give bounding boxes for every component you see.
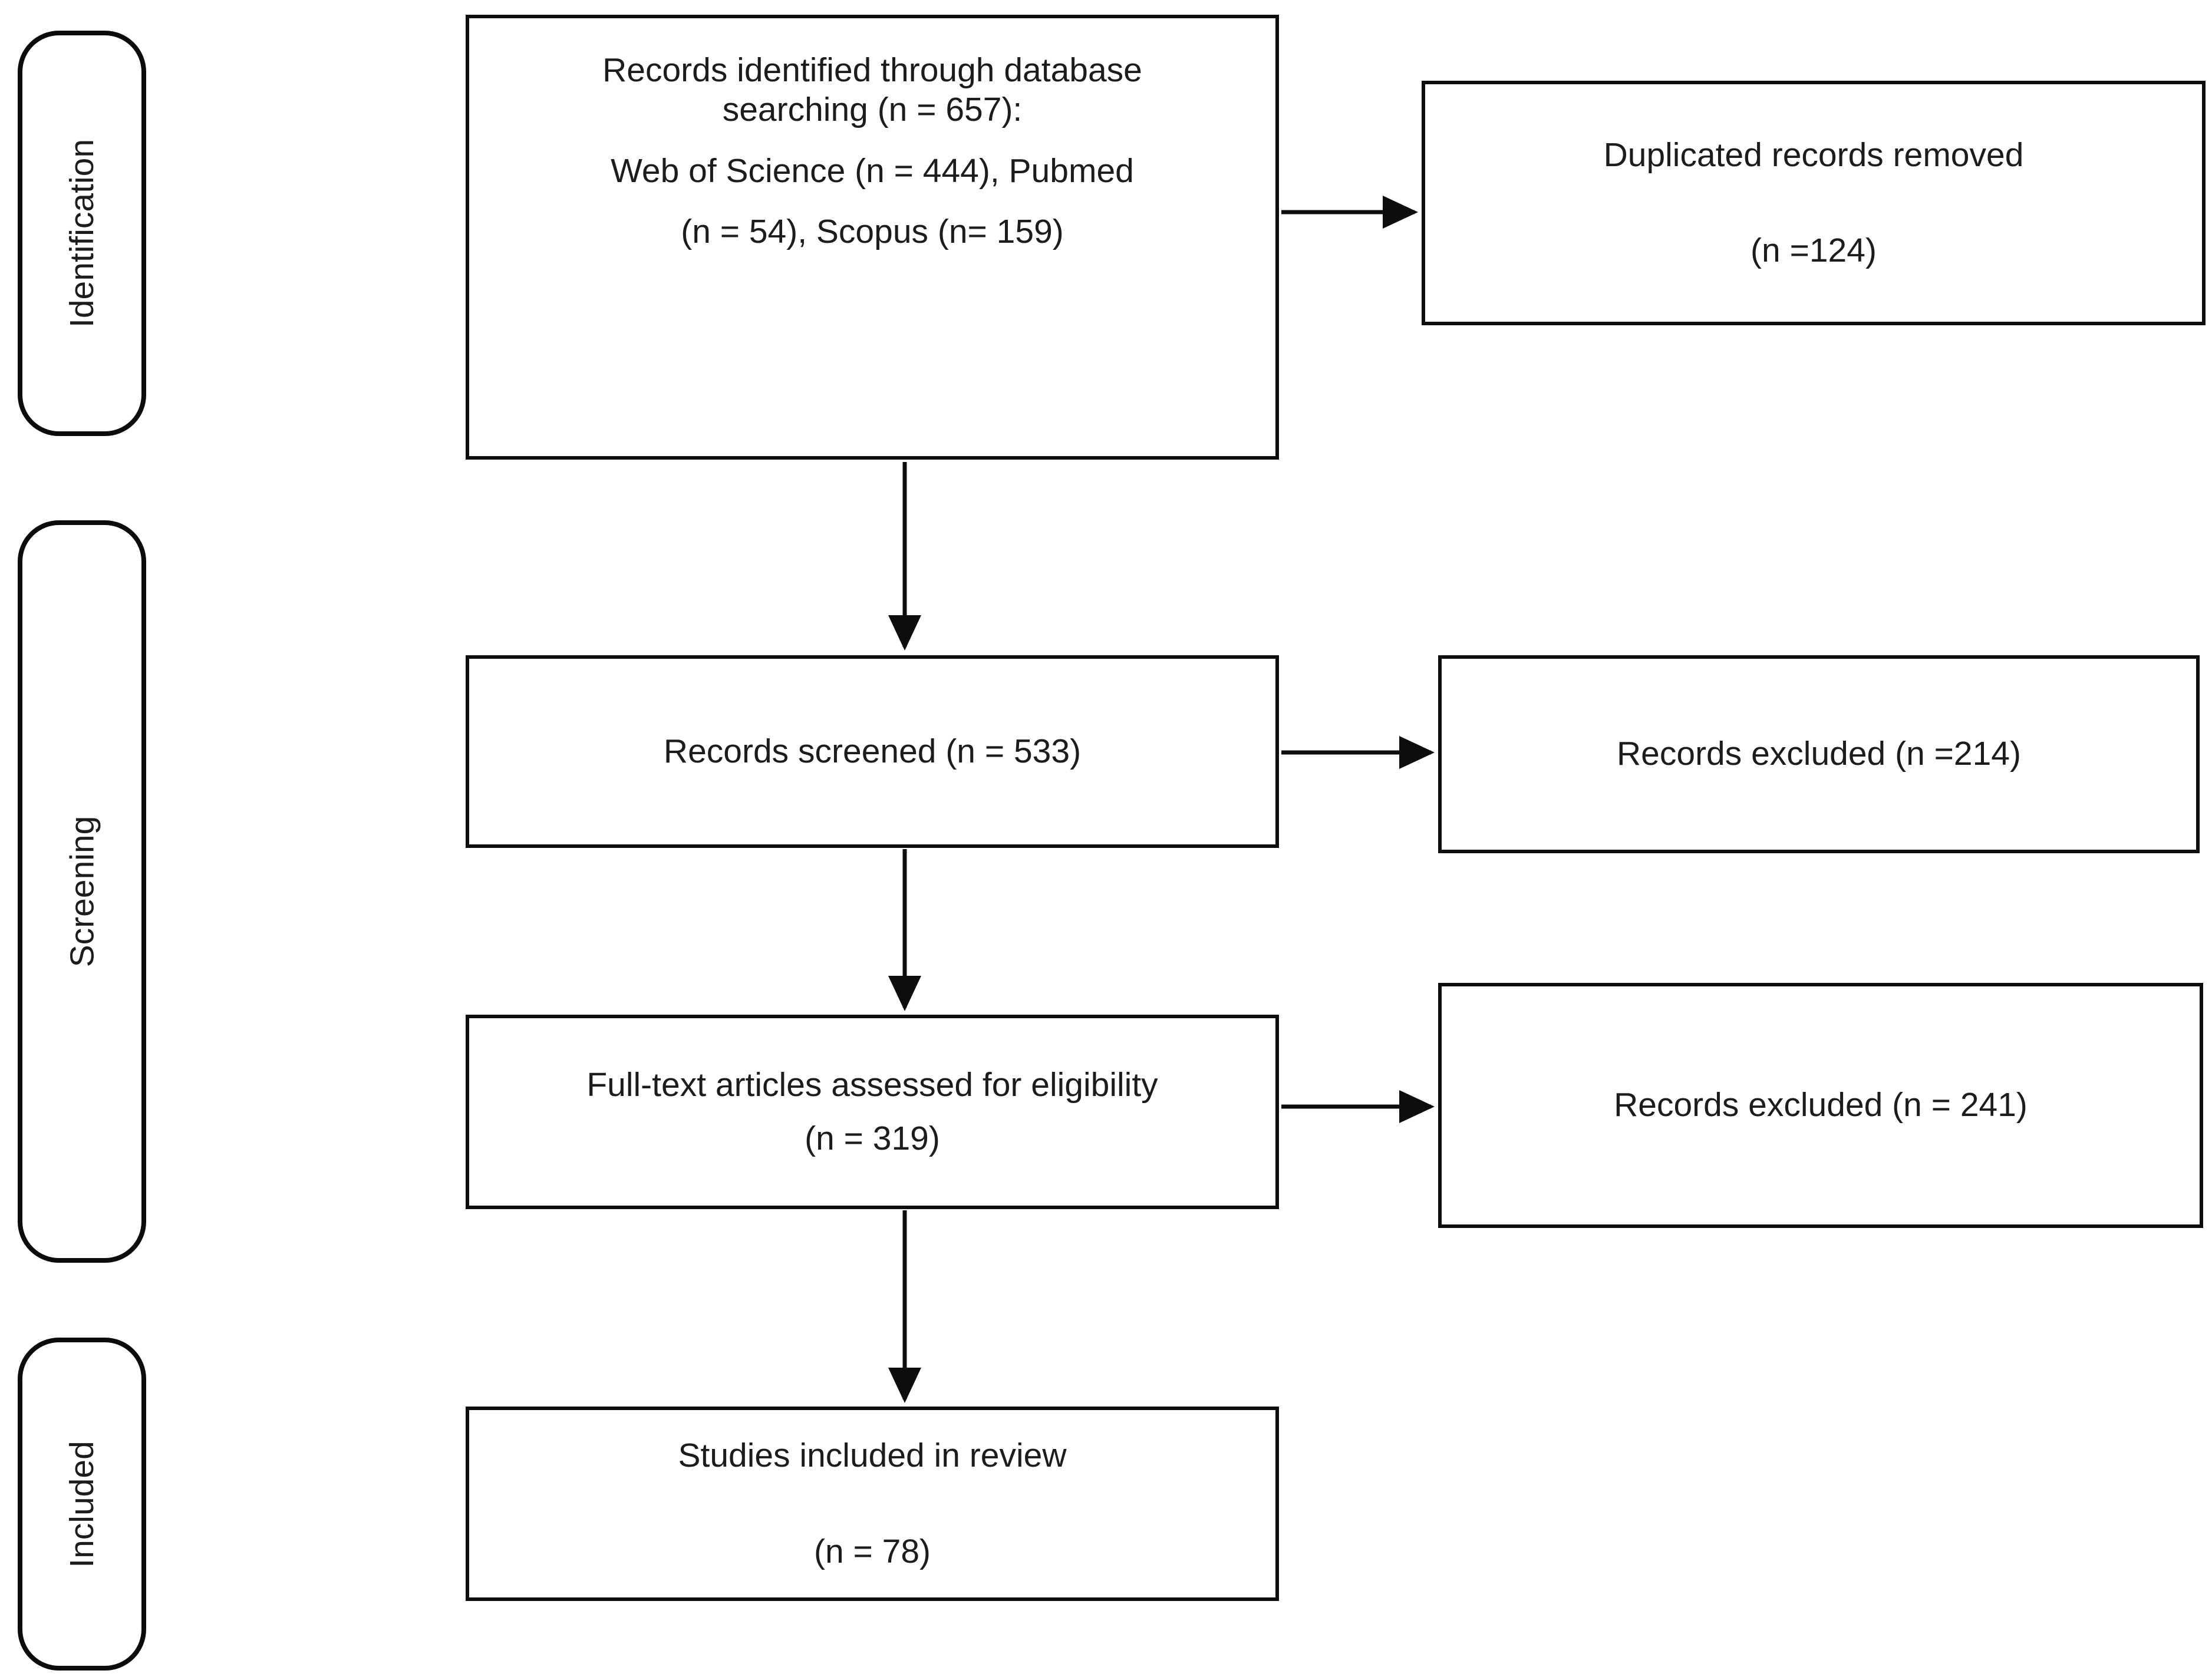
records-identified-web-of-science: Web of Science (n = 444), Pubmed bbox=[611, 151, 1134, 190]
records-excluded-screening-text: Records excluded (n =214) bbox=[1617, 735, 2021, 773]
stage-screening: Screening bbox=[18, 520, 146, 1263]
duplicates-removed-count: (n =124) bbox=[1751, 232, 1877, 269]
records-screened-text: Records screened (n = 533) bbox=[663, 732, 1082, 770]
stage-included: Included bbox=[18, 1338, 146, 1671]
stage-screening-label: Screening bbox=[63, 816, 101, 968]
box-records-excluded-fulltext: Records excluded (n = 241) bbox=[1438, 983, 2203, 1228]
box-studies-included: Studies included in review (n = 78) bbox=[466, 1407, 1279, 1601]
fulltext-assessed-text: Full-text articles assessed for eligibil… bbox=[586, 1065, 1158, 1157]
studies-included-count: (n = 78) bbox=[813, 1532, 931, 1570]
box-records-screened: Records screened (n = 533) bbox=[466, 655, 1279, 848]
records-excluded-fulltext-text: Records excluded (n = 241) bbox=[1614, 1086, 2028, 1124]
records-identified-text: Records identified through database sear… bbox=[602, 51, 1142, 129]
duplicates-removed-text: Duplicated records removed bbox=[1603, 136, 2024, 174]
box-fulltext-assessed: Full-text articles assessed for eligibil… bbox=[466, 1015, 1279, 1209]
box-records-excluded-screening: Records excluded (n =214) bbox=[1438, 655, 2200, 853]
stage-identification-label: Identification bbox=[63, 138, 101, 328]
box-records-identified: Records identified through database sear… bbox=[466, 15, 1279, 460]
stage-identification: Identification bbox=[18, 31, 146, 436]
box-duplicates-removed: Duplicated records removed (n =124) bbox=[1422, 81, 2206, 325]
records-identified-scopus: (n = 54), Scopus (n= 159) bbox=[681, 212, 1064, 250]
studies-included-text: Studies included in review bbox=[678, 1437, 1067, 1475]
stage-included-label: Included bbox=[63, 1440, 101, 1568]
